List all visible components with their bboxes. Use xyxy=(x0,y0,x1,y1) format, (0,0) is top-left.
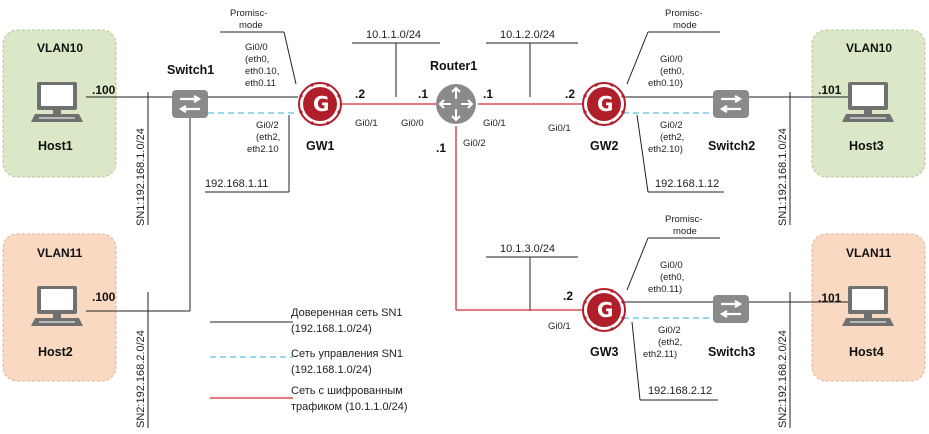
vlan10-right-label: VLAN10 xyxy=(846,41,892,55)
gw2-dot2: .2 xyxy=(565,87,575,101)
host1-label: Host1 xyxy=(38,139,73,153)
switch1-label: Switch1 xyxy=(167,63,214,77)
switch2-label: Switch2 xyxy=(708,139,755,153)
gw3-mgmt: 192.168.2.12 xyxy=(648,385,712,397)
host2-computer-icon xyxy=(30,285,84,327)
host4-computer-icon xyxy=(841,285,895,327)
legend-mgmt: Сеть управления SN1 (192.168.1.0/24) xyxy=(291,348,406,376)
legend-crypto: Сеть с шифрованным трафиком (10.1.1.0/24… xyxy=(291,385,408,413)
sn1-right-label: SN1:192.168.1.0/24 xyxy=(777,128,789,226)
gw2-promisc: Promisc- mode xyxy=(665,8,705,31)
router-dot1-down: .1 xyxy=(436,141,446,155)
gw2-gi02: Gi0/2 (eth2, eth2.10) xyxy=(648,120,687,155)
sn2-left-label: SN2:192.168.2.0/24 xyxy=(135,330,147,428)
legend-trusted: Доверенная сеть SN1 (192.168.1.0/24) xyxy=(291,307,406,335)
vlan10-left-label: VLAN10 xyxy=(37,41,83,55)
gw1-gi00: Gi0/0 (eth0, eth0.10, eth0.11 xyxy=(245,42,282,89)
gw3-label: GW3 xyxy=(590,345,619,359)
gw3-gi00: Gi0/0 (eth0, eth0.11) xyxy=(648,260,687,295)
gw2-mgmt: 192.168.1.12 xyxy=(655,178,719,190)
host3-addr: .101 xyxy=(818,83,842,97)
host2-label: Host2 xyxy=(38,345,73,359)
gw3-gi02: Gi0/2 (eth2, eth2.11) xyxy=(643,325,685,360)
switch2-icon xyxy=(711,88,751,120)
router-gi02: Gi0/2 xyxy=(463,138,486,149)
vlan11-left-label: VLAN11 xyxy=(37,246,83,260)
gw1-label: GW1 xyxy=(306,139,335,153)
net1-label: 10.1.1.0/24 xyxy=(366,29,421,41)
gw2-gi00: Gi0/0 (eth0, eth0.10) xyxy=(648,54,687,89)
svg-text:G: G xyxy=(313,92,329,116)
router1-label: Router1 xyxy=(430,59,477,73)
gw3-icon: G xyxy=(582,288,626,332)
gw3-gi01: Gi0/1 xyxy=(548,321,571,332)
svg-text:G: G xyxy=(597,298,613,322)
gw1-promisc: Promisc- mode xyxy=(230,8,270,31)
host3-label: Host3 xyxy=(849,139,884,153)
vlan11-right-label: VLAN11 xyxy=(846,246,892,260)
gw3-promisc: Promisc- mode xyxy=(665,214,705,237)
gw2-gi01: Gi0/1 xyxy=(548,123,571,134)
sn2-right-label: SN2:192.168.2.0/24 xyxy=(777,330,789,428)
host2-addr: .100 xyxy=(92,290,116,304)
gw1-mgmt: 192.168.1.11 xyxy=(205,178,268,190)
gw1-gi02: Gi0/2 (eth2, eth2.10 xyxy=(247,120,283,155)
sn1-left-label: SN1:192.168.1.0/24 xyxy=(135,128,147,226)
router1-icon xyxy=(436,84,476,124)
router-gi01: Gi0/1 xyxy=(483,118,506,129)
host1-addr: .100 xyxy=(92,83,116,97)
host1-computer-icon xyxy=(30,81,84,123)
host4-addr: .101 xyxy=(818,291,842,305)
switch1-icon xyxy=(170,88,210,120)
switch3-icon xyxy=(711,293,751,325)
host3-computer-icon xyxy=(841,81,895,123)
gw1-gi01: Gi0/1 xyxy=(355,118,378,129)
router-dot1-right: .1 xyxy=(483,87,493,101)
net2-label: 10.1.2.0/24 xyxy=(500,29,555,41)
svg-text:G: G xyxy=(597,92,613,116)
gw1-dot2: .2 xyxy=(355,87,365,101)
host4-label: Host4 xyxy=(849,345,884,359)
gw1-icon: G xyxy=(298,82,342,126)
net3-label: 10.1.3.0/24 xyxy=(500,243,555,255)
switch3-label: Switch3 xyxy=(708,345,755,359)
router-dot1-left: .1 xyxy=(418,87,428,101)
gw3-dot2: .2 xyxy=(563,289,573,303)
router-gi00: Gi0/0 xyxy=(401,118,424,129)
gw2-label: GW2 xyxy=(590,139,619,153)
gw2-icon: G xyxy=(582,82,626,126)
